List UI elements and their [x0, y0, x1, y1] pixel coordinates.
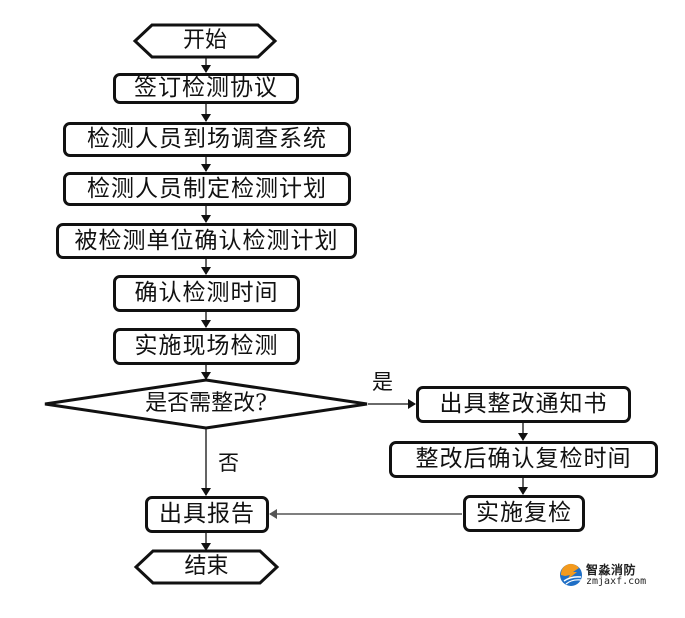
start-terminator-shape: [132, 23, 278, 59]
step-confirm-recheck-time: 整改后确认复检时间: [389, 441, 658, 478]
step-sign-agreement: 签订检测协议: [113, 73, 299, 104]
step-label: 实施复检: [476, 500, 572, 526]
step-label: 签订检测协议: [134, 75, 278, 101]
no-edge-label: 否: [218, 451, 239, 475]
decision-diamond-shape: [44, 378, 368, 430]
step-label: 实施现场检测: [134, 333, 279, 359]
step-label: 出具报告: [159, 501, 255, 527]
step-onsite-survey: 检测人员到场调查系统: [63, 122, 351, 157]
start-terminator: 开始: [135, 25, 275, 57]
step-label: 出具整改通知书: [439, 391, 608, 417]
step-rectify-notice: 出具整改通知书: [416, 386, 631, 423]
step-label: 整改后确认复检时间: [415, 446, 632, 472]
step-label: 检测人员制定检测计划: [87, 175, 327, 202]
decision-label: 是否需整改?: [145, 391, 267, 416]
step-onsite-inspection: 实施现场检测: [113, 328, 300, 365]
end-label: 结束: [184, 554, 229, 579]
step-make-plan: 检测人员制定检测计划: [63, 172, 351, 206]
step-label: 确认检测时间: [134, 280, 279, 306]
end-terminator-shape: [133, 549, 280, 585]
step-recheck: 实施复检: [463, 495, 585, 532]
step-confirm-time: 确认检测时间: [113, 275, 300, 312]
watermark: 智淼消防 zmjaxf.com: [559, 561, 659, 591]
decision-node: 是否需整改?: [106, 390, 306, 418]
step-label: 检测人员到场调查系统: [87, 126, 327, 152]
yes-edge-label: 是: [372, 370, 393, 394]
step-confirm-plan: 被检测单位确认检测计划: [56, 223, 357, 259]
end-terminator: 结束: [136, 551, 277, 583]
step-issue-report: 出具报告: [145, 496, 269, 533]
brand-name: 智淼消防: [586, 563, 637, 577]
brand-url: zmjaxf.com: [586, 576, 647, 587]
step-label: 被检测单位确认检测计划: [74, 227, 339, 254]
brand-logo-icon: [560, 563, 582, 586]
start-label: 开始: [182, 28, 227, 53]
